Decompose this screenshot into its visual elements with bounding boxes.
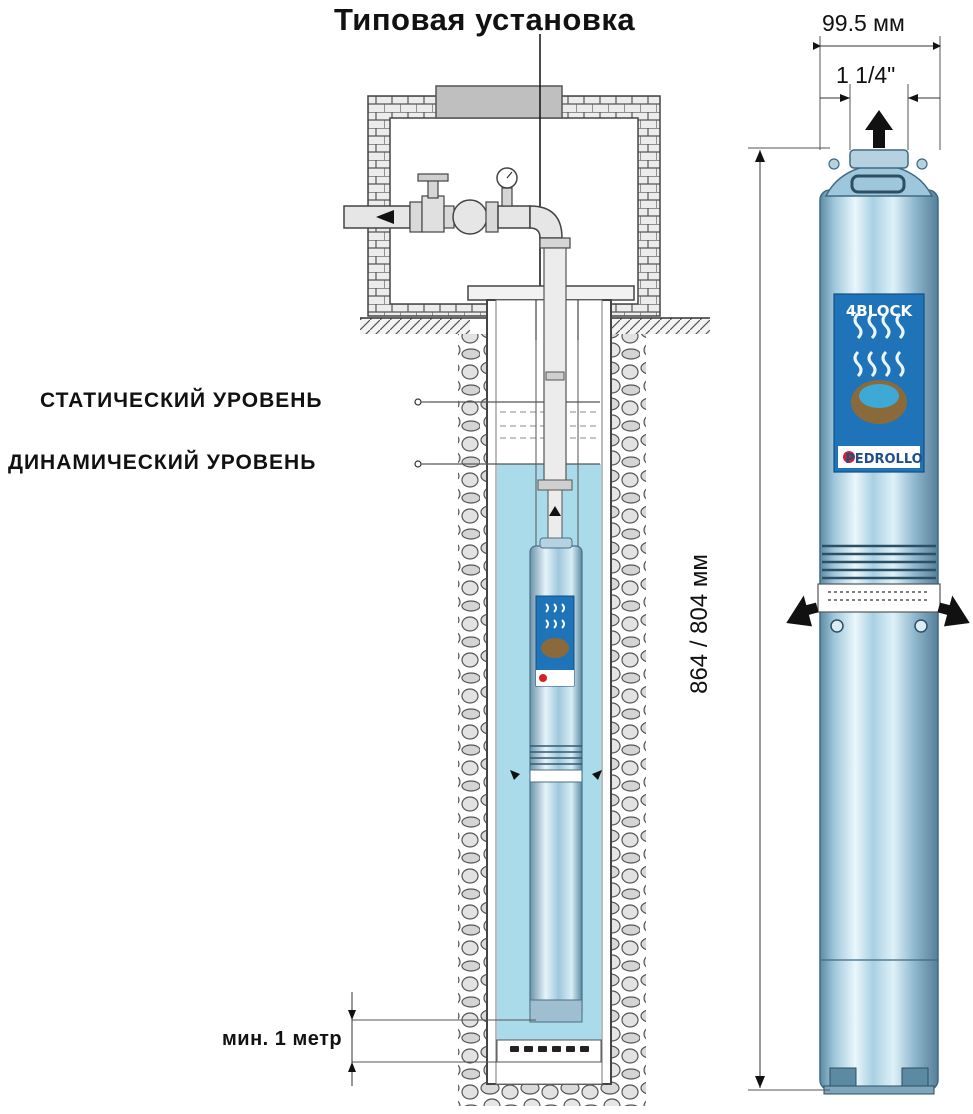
dynamic-level-label: ДИНАМИЧЕСКИЙ УРОВЕНЬ [8, 451, 317, 474]
pump-large: 4BLOCK PEDROLLO [786, 110, 970, 1095]
brand-strip [838, 446, 920, 468]
coupling-rings [822, 544, 936, 580]
static-level-label: СТАТИЧЕСКИЙ УРОВЕНЬ [40, 389, 323, 412]
small-intake-arrow-left-icon [510, 770, 520, 780]
pump-house [367, 34, 661, 317]
flow-out-arrow-icon [376, 210, 394, 224]
outlet-thread-label: 1 1/4" [836, 62, 896, 88]
brand-mark-icon [843, 451, 855, 463]
pump-dimensions [748, 36, 941, 1091]
water-levels [414, 398, 600, 468]
ground-surface [360, 317, 710, 334]
length-label: 864 / 804 мм [686, 554, 713, 694]
series-logo-text: 4BLOCK [846, 302, 914, 320]
pump-in-well [510, 537, 602, 1023]
intake-arrow-left-icon [786, 595, 819, 627]
intake-screen [817, 583, 941, 613]
riser-pipe [543, 247, 567, 485]
roof-hatch [435, 85, 563, 119]
outlet-connection [849, 149, 909, 169]
check-valve [452, 199, 488, 235]
flow-up-arrow-icon [549, 506, 561, 516]
intake-arrow-right-icon [937, 595, 970, 627]
brand-logo-text: PEDROLLO [845, 452, 922, 467]
min-distance-dimension [348, 992, 536, 1086]
4block-logo: 4BLOCK [846, 302, 914, 320]
gate-valve [421, 195, 445, 233]
discharge-arrow-icon [865, 110, 893, 148]
heat-waves-icon [853, 312, 905, 378]
min-distance-label: мин. 1 метр [222, 1028, 343, 1050]
small-intake-arrow-right-icon [592, 770, 602, 780]
valve-handwheel-icon [417, 173, 449, 182]
pump-handle-icon [850, 174, 906, 194]
diameter-label: 99.5 мм [822, 10, 905, 36]
well-filter [496, 1039, 602, 1063]
outlet-piping [343, 167, 579, 1020]
diagram-title: Типовая установка [334, 2, 636, 37]
